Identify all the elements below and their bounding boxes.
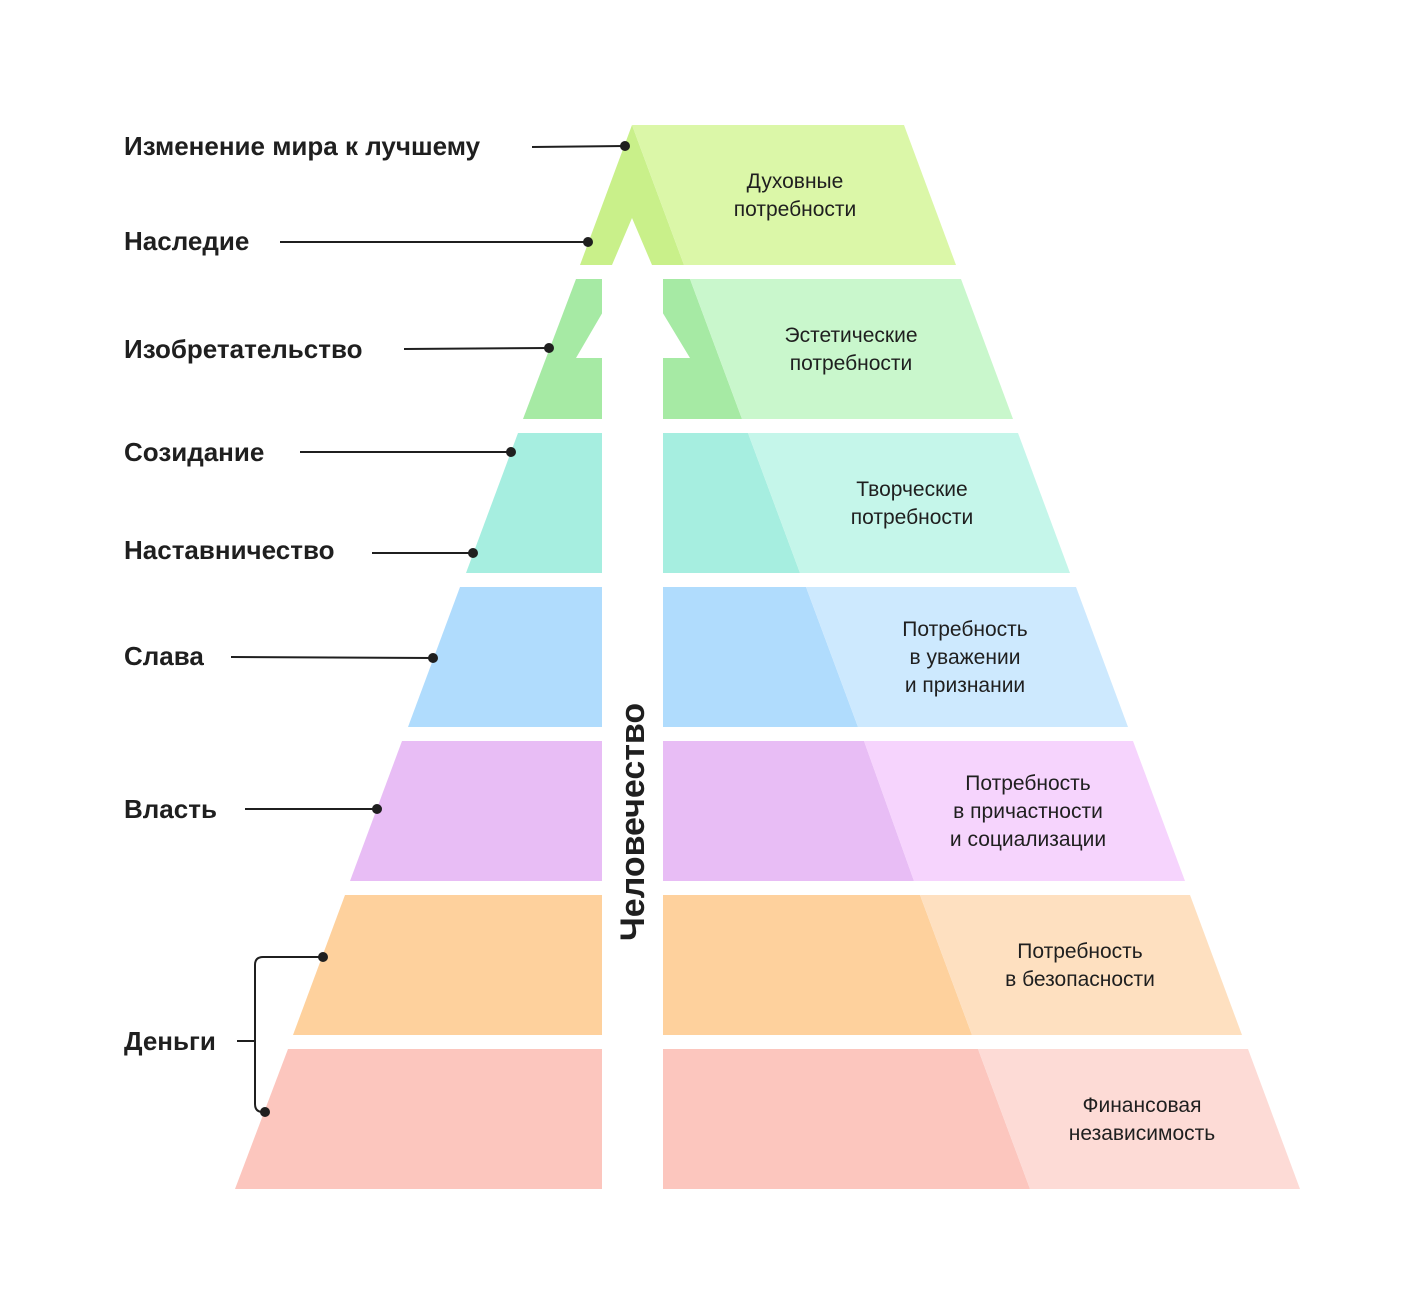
- need-label-level-2-line-2: потребности: [790, 352, 912, 375]
- need-label-level-3-line-1: Творческие: [856, 478, 967, 501]
- connector-dot-2: [583, 237, 593, 247]
- pyramid-level-2-right-dark-band: [663, 279, 742, 419]
- pyramid-level-5-right-dark-band: [663, 741, 914, 881]
- need-label-level-1-line-2: потребности: [734, 198, 856, 221]
- need-label-level-6-line-1: Потребность: [1017, 940, 1142, 963]
- pyramid-level-1-dark-band: [580, 125, 684, 265]
- pyramid-level-7-left-band: [235, 1049, 602, 1189]
- need-label-level-7-line-2: независимость: [1069, 1122, 1215, 1145]
- bracket-line: [254, 956, 323, 1113]
- need-label-level-3-line-2: потребности: [851, 506, 973, 529]
- pyramid-level-4-right-dark-band: [663, 587, 858, 727]
- axis-label: Человечество: [614, 703, 652, 941]
- need-label-level-4-line-1: Потребность: [902, 618, 1027, 641]
- bracket-label: Деньги: [124, 1026, 216, 1056]
- pyramid-level-7-right-dark-band: [663, 1049, 1030, 1189]
- connector-dot-6: [428, 653, 438, 663]
- pyramid-level-3-right-dark-band: [663, 433, 800, 573]
- pyramid-level-6-right-light-band: [920, 895, 1242, 1035]
- need-label-level-5-line-3: и социализации: [950, 828, 1106, 851]
- pyramid-level-7-right-light-band: [978, 1049, 1300, 1189]
- need-label-level-5-line-1: Потребность: [965, 772, 1090, 795]
- left-label-7: Власть: [124, 794, 217, 824]
- pyramid-level-2-left-band: [523, 279, 602, 419]
- pyramid-level-4-left-band: [408, 587, 602, 727]
- left-label-2: Наследие: [124, 226, 249, 256]
- connector-dot-7: [372, 804, 382, 814]
- need-label-level-4-line-2: в уважении: [910, 646, 1021, 669]
- left-label-6: Слава: [124, 641, 204, 671]
- pyramid-level-6-left-band: [293, 895, 602, 1035]
- left-label-4: Созидание: [124, 437, 264, 467]
- need-label-level-6-line-2: в безопасности: [1005, 968, 1155, 991]
- connector-line-1: [531, 145, 626, 148]
- connector-line-3: [403, 347, 550, 350]
- left-label-1: Изменение мира к лучшему: [124, 131, 481, 161]
- bracket-dot-top: [318, 952, 328, 962]
- pyramid-level-3-right-light-band: [748, 433, 1070, 573]
- need-label-level-7-line-1: Финансовая: [1083, 1094, 1202, 1117]
- pyramid-level-6-right-dark-band: [663, 895, 972, 1035]
- pyramid-level-1-light-band: [632, 125, 956, 265]
- need-label-level-1-line-1: Духовные: [747, 170, 844, 193]
- left-label-5: Наставничество: [124, 535, 335, 565]
- bracket-dot-bottom: [260, 1107, 270, 1117]
- pyramid-level-3-left-band: [466, 433, 602, 573]
- pyramid-level-5-right-light-band: [864, 741, 1185, 881]
- connector-dot-3: [544, 343, 554, 353]
- left-label-3: Изобретательство: [124, 334, 363, 364]
- pyramid-level-4-right-light-band: [806, 587, 1128, 727]
- need-label-level-4-line-3: и признании: [905, 674, 1025, 697]
- need-label-level-5-line-2: в причастности: [953, 800, 1103, 823]
- pyramid-level-5-left-band: [350, 741, 602, 881]
- arrow-head: [576, 262, 690, 419]
- need-label-level-2-line-1: Эстетические: [784, 324, 917, 347]
- connector-dot-5: [468, 548, 478, 558]
- connector-line-6: [230, 656, 434, 659]
- connector-dot-4: [506, 447, 516, 457]
- connector-dot-1: [620, 141, 630, 151]
- pyramid-level-2-right-light-band: [690, 279, 1013, 419]
